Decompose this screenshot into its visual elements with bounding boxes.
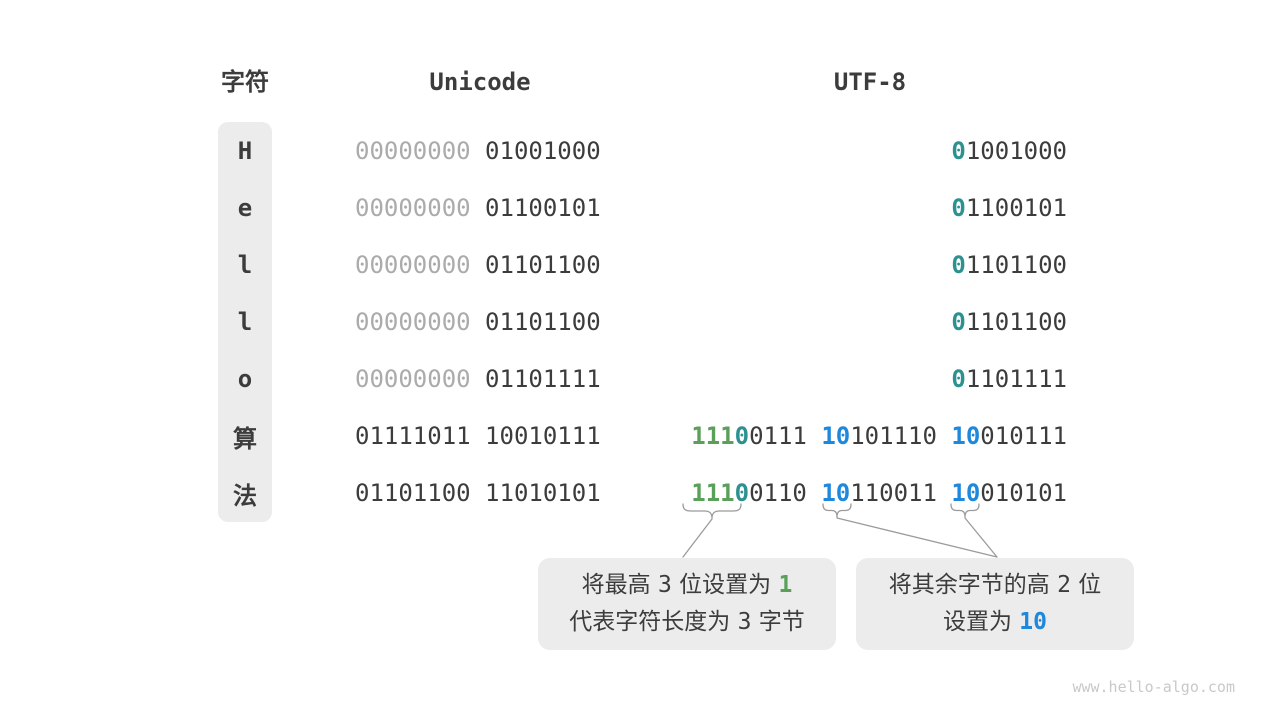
text-segment — [471, 137, 485, 165]
text-segment: 0 — [951, 250, 966, 279]
character-cell: 法 — [233, 481, 257, 510]
unicode-value: 00000000 01101100 — [355, 236, 615, 293]
text-segment: 10 — [951, 422, 981, 451]
connector-line-left-callout — [682, 518, 713, 558]
text-segment: 1 — [778, 572, 793, 598]
text-segment: 01001000 — [485, 136, 601, 165]
text-segment: 1001000 — [965, 136, 1067, 165]
text-segment: 1101100 — [965, 250, 1067, 279]
text-segment: 00000000 — [355, 365, 471, 394]
text-segment: 10010111 — [485, 422, 601, 451]
text-segment: 0 — [951, 193, 966, 222]
unicode-value: 00000000 01100101 — [355, 179, 615, 236]
character-cell: 算 — [233, 424, 257, 453]
text-segment: 1101100 — [965, 307, 1067, 336]
text-segment: 10 — [1019, 609, 1047, 635]
text-segment: 00000000 — [355, 136, 471, 165]
character-cell: H — [237, 136, 253, 165]
text-segment: 0 — [951, 136, 966, 165]
text-segment: 010111 — [980, 422, 1067, 451]
text-segment: 111 — [691, 479, 735, 508]
text-segment: 0 — [951, 365, 966, 394]
text-segment: 0 — [734, 479, 750, 508]
text-segment: 110011 — [850, 479, 937, 508]
text-segment — [471, 251, 485, 279]
text-segment: 0110 — [749, 479, 807, 508]
character-cell: e — [237, 193, 253, 222]
text-segment — [471, 365, 485, 393]
text-segment: 0 — [734, 422, 750, 451]
callout-continuation-byte-rule: 将其余字节的高 2 位设置为 10 — [856, 558, 1134, 650]
text-segment: 1101111 — [965, 365, 1067, 394]
text-segment — [807, 422, 821, 450]
text-segment: 10 — [821, 422, 851, 451]
unicode-value: 00000000 01101111 — [355, 351, 615, 408]
watermark: www.hello-algo.com — [1072, 678, 1235, 696]
character-column-background — [218, 122, 272, 522]
callout-text-line: 将最高 3 位设置为 1 — [538, 567, 836, 604]
text-segment: 01111011 — [355, 422, 471, 451]
unicode-value: 00000000 01001000 — [355, 122, 615, 179]
text-segment: 00000000 — [355, 250, 471, 279]
text-segment: 2 — [1057, 572, 1071, 598]
text-segment — [471, 194, 485, 222]
unicode-value: 00000000 01101100 — [355, 293, 615, 350]
text-segment — [471, 308, 485, 336]
text-segment — [471, 479, 485, 507]
text-segment: 0 — [951, 307, 966, 336]
callout-text-line: 将其余字节的高 2 位 — [856, 567, 1134, 604]
text-segment: 代表字符长度为 — [569, 609, 738, 635]
unicode-value: 01101100 11010101 — [355, 465, 615, 522]
character-cell: l — [237, 250, 253, 279]
text-segment: 10 — [951, 479, 981, 508]
text-segment: 01101111 — [485, 365, 601, 394]
text-segment: 将其余字节的高 — [888, 572, 1058, 598]
text-segment — [937, 422, 951, 450]
text-segment: 00000000 — [355, 307, 471, 336]
text-segment: 3 — [737, 609, 752, 635]
text-segment: 将最高 — [581, 572, 658, 598]
column-header-utf8: UTF-8 — [833, 68, 907, 96]
column-header-character: 字符 — [221, 68, 269, 96]
character-cell: o — [237, 365, 253, 394]
text-segment: 010101 — [980, 479, 1067, 508]
callout-text-line: 代表字符长度为 3 字节 — [538, 604, 836, 641]
text-segment: 1100101 — [965, 193, 1067, 222]
text-segment: 01101100 — [355, 479, 471, 508]
character-cell: l — [237, 307, 253, 336]
text-segment: 3 — [657, 572, 672, 598]
connector-line-right-callout-b — [964, 517, 998, 558]
text-segment: 设置为 — [942, 609, 1020, 635]
unicode-value: 01111011 10010111 — [355, 408, 615, 465]
text-segment: 01101100 — [485, 307, 601, 336]
text-segment: 位 — [1070, 572, 1102, 598]
text-segment: 位设置为 — [671, 572, 779, 598]
text-segment: 00000000 — [355, 193, 471, 222]
text-segment — [471, 422, 485, 450]
text-segment — [807, 479, 821, 507]
text-segment: 01100101 — [485, 193, 601, 222]
text-segment — [937, 479, 951, 507]
connector-line-right-callout-a — [836, 517, 998, 558]
text-segment: 111 — [691, 422, 735, 451]
text-segment: 字节 — [751, 609, 805, 635]
text-segment: 0111 — [749, 422, 807, 451]
text-segment: 101110 — [850, 422, 937, 451]
text-segment: 01101100 — [485, 250, 601, 279]
column-header-unicode: Unicode — [429, 68, 531, 96]
text-segment: 11010101 — [485, 479, 601, 508]
callout-text-line: 设置为 10 — [856, 604, 1134, 641]
text-segment: 10 — [821, 479, 851, 508]
